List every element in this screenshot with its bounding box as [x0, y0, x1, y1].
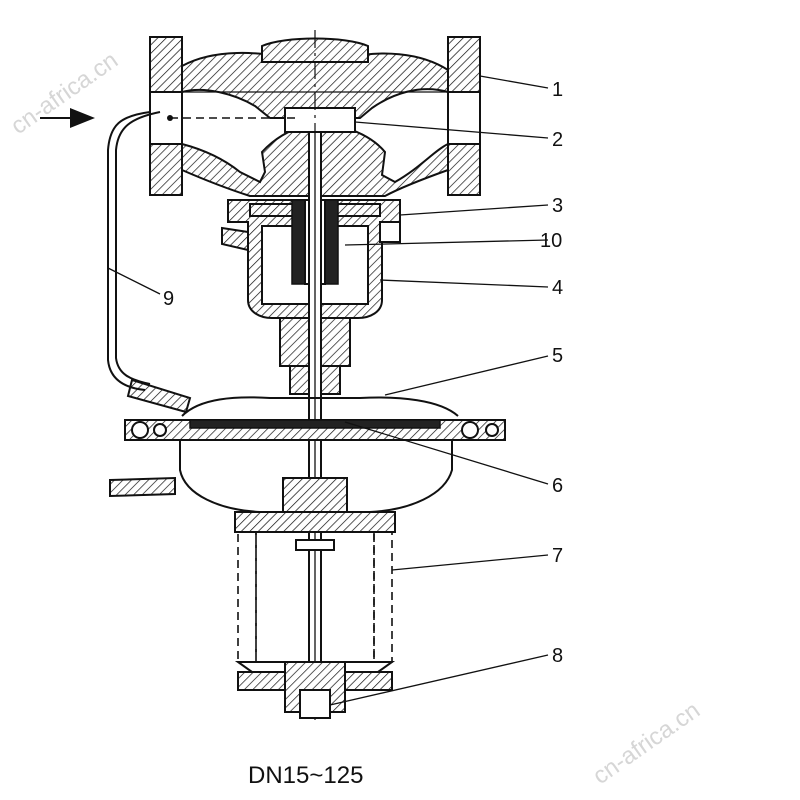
callout-3: 3 — [552, 195, 563, 217]
callout-6: 6 — [552, 475, 563, 497]
callout-9: 9 — [163, 288, 174, 310]
size-caption: DN15~125 — [248, 762, 363, 789]
callout-7: 7 — [552, 545, 563, 567]
valve-body — [149, 36, 481, 197]
callout-10: 10 — [540, 230, 562, 252]
flow-direction-arrow — [40, 108, 95, 128]
callout-5: 5 — [552, 345, 563, 367]
callout-1: 1 — [552, 79, 563, 101]
valve-stem — [308, 131, 322, 693]
callout-8: 8 — [552, 645, 563, 667]
sensing-tube — [107, 111, 151, 391]
leader-lines — [107, 75, 549, 706]
callout-2: 2 — [552, 129, 563, 151]
watermark-bottom: cn-africa.cn — [588, 697, 705, 790]
watermark-top: cn-africa.cn — [6, 47, 123, 140]
callout-4: 4 — [552, 277, 563, 299]
diaphragm-actuator — [109, 378, 506, 521]
